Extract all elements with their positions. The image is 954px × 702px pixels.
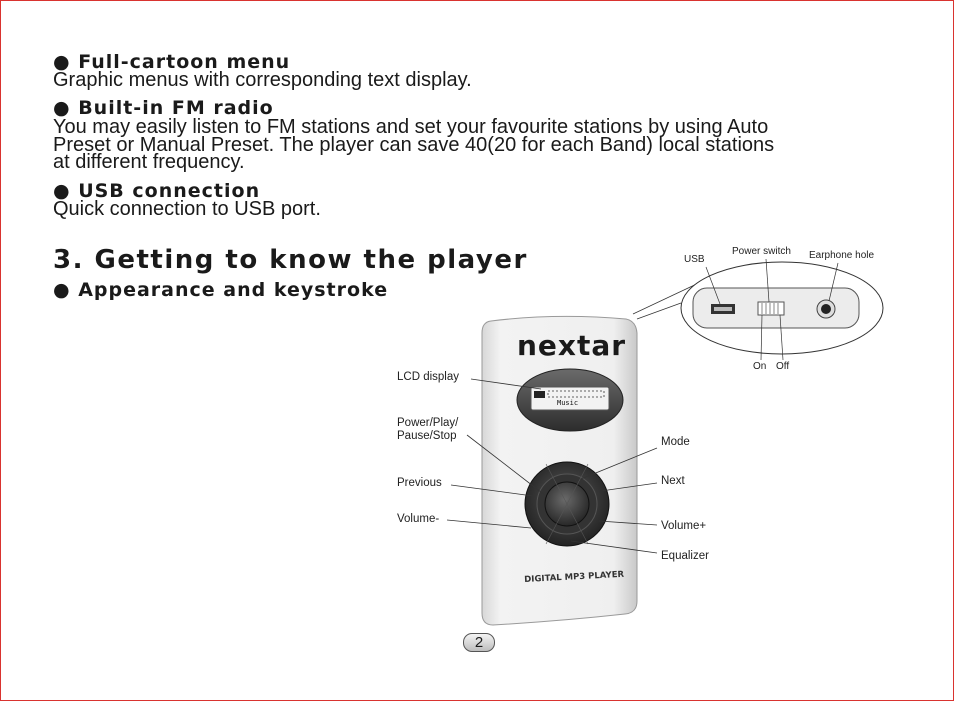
ring-divider bbox=[545, 463, 589, 545]
brand-logo: nextar bbox=[517, 329, 627, 362]
label-usb: USB bbox=[684, 254, 705, 265]
subheading-appearance: ● Appearance and keystroke bbox=[53, 279, 389, 301]
section-body-fm-radio-line-1: You may easily listen to FM stations and… bbox=[53, 116, 769, 138]
label-previous: Previous bbox=[397, 477, 442, 489]
callout-line-previous bbox=[450, 484, 534, 497]
callout-line-equalizer bbox=[570, 540, 658, 554]
label-equalizer: Equalizer bbox=[661, 550, 709, 562]
section-heading-cartoon-menu: ● Full-cartoon menu bbox=[53, 51, 291, 73]
power-switch-icon[interactable] bbox=[757, 301, 785, 316]
callout-line-off bbox=[779, 314, 784, 361]
label-lcd-display: LCD display bbox=[397, 371, 459, 383]
callout-line-volume-plus bbox=[598, 520, 658, 526]
label-next: Next bbox=[661, 475, 685, 487]
label-mode: Mode bbox=[661, 436, 690, 448]
callout-line-on bbox=[760, 314, 763, 361]
section-body-fm-radio-line-2: Preset or Manual Preset. The player can … bbox=[53, 134, 775, 156]
lcd-status-icons bbox=[547, 390, 605, 398]
callout-line-power bbox=[466, 434, 547, 497]
section-body-usb: Quick connection to USB port. bbox=[53, 198, 321, 220]
callout-line-next bbox=[600, 482, 658, 492]
top-view-connector bbox=[632, 280, 704, 315]
callout-line-usb bbox=[705, 266, 721, 305]
section-body-cartoon-menu: Graphic menus with corresponding text di… bbox=[53, 69, 472, 91]
label-power-play-line-2: Pause/Stop bbox=[397, 430, 457, 442]
label-on: On bbox=[753, 361, 767, 372]
chapter-title: 3. Getting to know the player bbox=[53, 245, 528, 275]
label-volume-plus: Volume+ bbox=[661, 520, 707, 532]
usb-port-inner bbox=[714, 307, 732, 311]
page-number: 2 bbox=[463, 633, 495, 652]
label-volume-minus: Volume- bbox=[397, 513, 440, 525]
section-body-fm-radio-line-3: at different frequency. bbox=[53, 151, 245, 173]
top-view-connector bbox=[636, 302, 682, 320]
callout-line-lcd bbox=[470, 378, 542, 390]
lcd-music-text: Music bbox=[557, 399, 579, 407]
label-power-play-line-1: Power/Play/ bbox=[397, 417, 459, 429]
label-off: Off bbox=[776, 361, 790, 372]
lcd-screen bbox=[530, 386, 610, 411]
section-heading-fm-radio: ● Built-in FM radio bbox=[53, 97, 274, 119]
earphone-hole-icon bbox=[821, 304, 831, 314]
callout-line-volume-minus bbox=[446, 519, 532, 529]
section-heading-usb: ● USB connection bbox=[53, 180, 261, 202]
lcd-battery-icon bbox=[534, 391, 545, 398]
callout-line-earphone bbox=[828, 262, 839, 302]
label-power-switch: Power switch bbox=[732, 246, 791, 257]
callout-line-power-switch bbox=[765, 258, 770, 303]
callout-line-mode bbox=[580, 447, 658, 480]
label-earphone-hole: Earphone hole bbox=[809, 250, 875, 261]
